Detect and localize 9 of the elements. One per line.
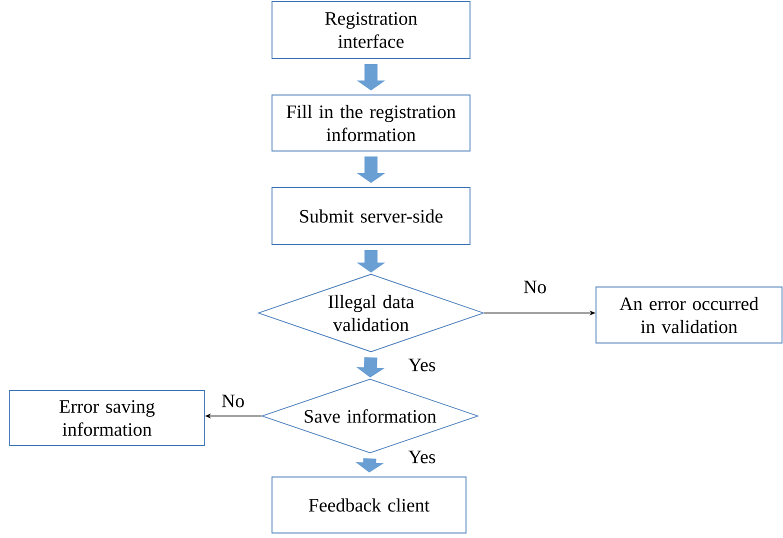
- edge-label: No: [522, 280, 548, 294]
- edge-label: No: [220, 394, 246, 408]
- process-box: Feedback client: [272, 476, 466, 534]
- process-box: An error occurred in validation: [596, 286, 782, 344]
- process-box: Error saving information: [9, 390, 205, 446]
- edge-label: Yes: [407, 358, 437, 372]
- process-box: Fill in the registration information: [272, 94, 470, 152]
- process-box: Registration interface: [272, 1, 470, 59]
- process-box: Submit server-side: [272, 187, 470, 245]
